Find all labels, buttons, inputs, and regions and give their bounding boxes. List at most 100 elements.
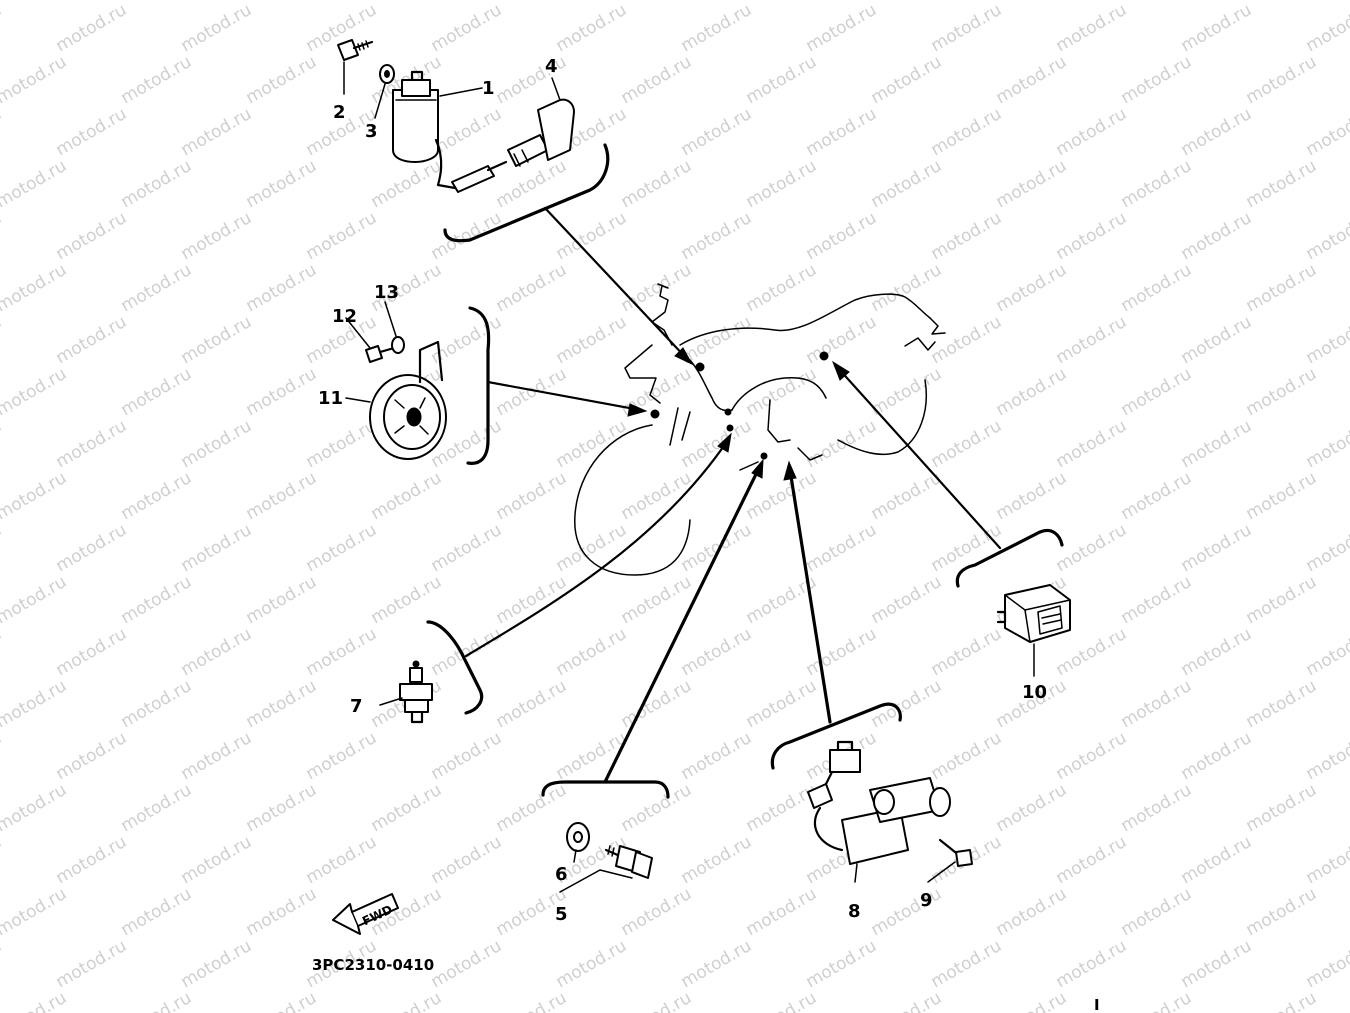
watermark-text: motod.ru xyxy=(868,884,946,940)
watermark-text: motod.ru xyxy=(303,520,381,576)
watermark-text: motod.ru xyxy=(1243,0,1321,4)
watermark-text: motod.ru xyxy=(868,260,946,316)
rectifier-regulator-part xyxy=(996,584,1071,643)
watermark-text: motod.ru xyxy=(928,0,1006,56)
watermark-text: motod.ru xyxy=(0,416,5,472)
watermark-text: motod.ru xyxy=(868,468,946,524)
watermark-text: motod.ru xyxy=(1243,884,1321,940)
watermark-text: motod.ru xyxy=(1243,260,1321,316)
watermark-text: motod.ru xyxy=(428,728,506,784)
callout-9: 9 xyxy=(920,890,933,911)
leader-arrows xyxy=(464,206,1002,784)
callout-leaders xyxy=(343,61,1035,893)
watermark-text: motod.ru xyxy=(53,208,131,264)
watermark-text: motod.ru xyxy=(118,676,196,732)
watermark-text: motod.ru xyxy=(1118,468,1196,524)
watermark-text: motod.ru xyxy=(1243,780,1321,836)
watermark-text: motod.ru xyxy=(0,780,70,836)
watermark-text: motod.ru xyxy=(1053,104,1131,160)
watermark-text: motod.ru xyxy=(1243,468,1321,524)
watermark-text: motod.ru xyxy=(118,988,196,1013)
watermark-text: motod.ru xyxy=(803,312,881,368)
watermark-text: motod.ru xyxy=(618,988,696,1013)
watermark-text: motod.ru xyxy=(868,52,946,108)
watermark-text: motod.ru xyxy=(368,572,446,628)
watermark-text: motod.ru xyxy=(53,312,131,368)
watermark-text: motod.ru xyxy=(428,208,506,264)
watermark-text: motod.ru xyxy=(0,0,70,4)
watermark-text: motod.ru xyxy=(118,572,196,628)
watermark-text: motod.ru xyxy=(993,884,1071,940)
watermark-text: motod.ru xyxy=(1118,156,1196,212)
watermark-text: motod.ru xyxy=(178,312,256,368)
watermark-text: motod.ru xyxy=(743,780,821,836)
watermark-text: motod.ru xyxy=(118,52,196,108)
watermark-text: motod.ru xyxy=(743,52,821,108)
watermark-text: motod.ru xyxy=(53,936,131,992)
watermark-text: motod.ru xyxy=(118,260,196,316)
motorcycle-silhouette xyxy=(574,283,946,576)
starter-relay-part xyxy=(807,740,951,865)
watermark-text: motod.ru xyxy=(53,416,131,472)
watermark-text: motod.ru xyxy=(553,0,631,56)
watermark-text: motod.ru xyxy=(553,936,631,992)
watermark-text: motod.ru xyxy=(1303,728,1350,784)
watermark-text: motod.ru xyxy=(243,676,321,732)
watermark-text: motod.ru xyxy=(993,780,1071,836)
spark-plug-cap-part xyxy=(507,98,575,167)
watermark-text: motod.ru xyxy=(303,416,381,472)
watermark-text: motod.ru xyxy=(1303,312,1350,368)
watermark-text: motod.ru xyxy=(1303,0,1350,56)
watermark-text: motod.ru xyxy=(1118,260,1196,316)
watermark-text: motod.ru xyxy=(53,104,131,160)
watermark-text: motod.ru xyxy=(1053,520,1131,576)
watermark-text: motod.ru xyxy=(993,260,1071,316)
bolt-part-9 xyxy=(938,838,973,867)
watermark-text: motod.ru xyxy=(743,988,821,1013)
callout-10: 10 xyxy=(1022,682,1047,703)
callout-2: 2 xyxy=(333,102,346,123)
callout-4: 4 xyxy=(545,56,558,77)
callout-8: 8 xyxy=(848,901,861,922)
watermark-text: motod.ru xyxy=(803,0,881,56)
watermark-text: motod.ru xyxy=(53,832,131,888)
watermark-text: motod.ru xyxy=(493,260,571,316)
watermark-text: motod.ru xyxy=(1118,52,1196,108)
watermark-text: motod.ru xyxy=(553,312,631,368)
bolt-part-2 xyxy=(337,39,374,61)
watermark-text: motod.ru xyxy=(243,988,321,1013)
watermark-text: motod.ru xyxy=(1178,0,1256,56)
watermark-text: motod.ru xyxy=(243,884,321,940)
horn-part xyxy=(369,340,447,460)
watermark-text: motod.ru xyxy=(1303,208,1350,264)
watermark-text: motod.ru xyxy=(1243,52,1321,108)
watermark-text: motod.ru xyxy=(493,364,571,420)
watermark-text: motod.ru xyxy=(868,364,946,420)
watermark-text: motod.ru xyxy=(1178,728,1256,784)
watermark-text: motod.ru xyxy=(1118,572,1196,628)
callout-13: 13 xyxy=(374,282,399,303)
watermark-text: motod.ru xyxy=(1178,312,1256,368)
watermark-text: motod.ru xyxy=(0,468,70,524)
watermark-text: motod.ru xyxy=(1053,208,1131,264)
watermark-text: motod.ru xyxy=(178,0,256,56)
watermark-text: motod.ru xyxy=(1178,208,1256,264)
watermark-text: motod.ru xyxy=(678,0,756,56)
callout-12: 12 xyxy=(332,306,357,327)
watermark-text: motod.ru xyxy=(743,260,821,316)
watermark-text: motod.ru xyxy=(428,0,506,56)
watermark-text: motod.ru xyxy=(803,104,881,160)
group-brackets xyxy=(426,143,1064,799)
watermark-text: motod.ru xyxy=(1053,832,1131,888)
watermark-text: motod.ru xyxy=(1303,936,1350,992)
watermark-text: motod.ru xyxy=(0,208,5,264)
watermark-text: motod.ru xyxy=(178,104,256,160)
watermark-text: motod.ru xyxy=(1053,312,1131,368)
watermark-text: motod.ru xyxy=(1303,520,1350,576)
watermark-text: motod.ru xyxy=(243,364,321,420)
watermark-text: motod.ru xyxy=(803,624,881,680)
watermark-text: motod.ru xyxy=(0,104,5,160)
oil-pressure-switch-part xyxy=(399,660,433,724)
